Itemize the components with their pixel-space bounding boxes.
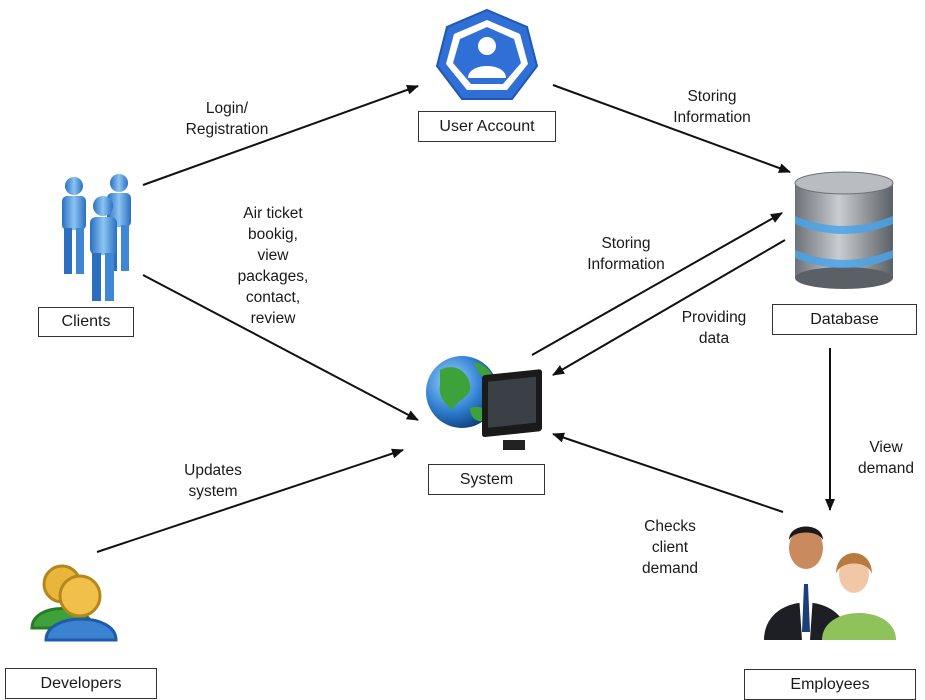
clients-group-icon [62,174,131,301]
database-cylinder-icon [794,171,894,289]
user-account-shield-icon [435,8,539,100]
edge-label-line: system [188,483,238,500]
edge-label-line: contact, [245,289,301,306]
arrow-developers-to-system [96,448,404,553]
edge-label-line: Login/ [205,100,249,117]
clients-box: Clients [38,307,134,337]
edge-label-providing: Providing data [664,307,764,349]
globe-monitor-icon [426,356,542,450]
edge-label-client-actions: Air ticket bookig, view packages, contac… [222,203,324,329]
edge-label-checks: Checks client demand [622,516,718,579]
edge-label-line: client [651,539,689,556]
edge-label-line: demand [641,560,698,577]
edge-label-line: Information [673,109,751,126]
user-account-label: User Account [439,117,535,135]
developers-label: Developers [40,674,122,692]
edge-label-line: review [250,310,296,327]
system-box: System [428,464,545,495]
edge-label-updates: Updates system [165,460,261,502]
edge-label-storing-system: Storing Information [570,233,682,275]
arrow-system-to-database [531,212,783,356]
developers-box: Developers [5,668,157,699]
clients-label: Clients [61,313,111,330]
arrow-database-to-system [552,239,786,376]
arrow-employees-to-system [552,432,784,513]
database-box: Database [772,304,917,335]
developers-users-icon [30,564,118,642]
edge-label-line: Providing [681,309,747,326]
employees-people-icon [764,526,896,640]
edge-label-line: Information [587,256,665,273]
edge-label-line: Updates [184,462,242,479]
database-label: Database [810,310,879,328]
edge-label-line: Checks [644,518,696,535]
arrow-clients-to-system [142,274,419,421]
edge-label-line: Storing [601,235,651,252]
edge-label-line: bookig, [248,226,298,243]
employees-label: Employees [790,675,870,693]
system-label: System [459,470,514,488]
edge-label-line: View [869,439,903,456]
employees-box: Employees [744,669,916,700]
edge-label-storing-user: Storing Information [656,86,768,128]
edge-label-line: demand [857,460,914,477]
edge-label-line: Storing [687,88,737,105]
edge-label-line: Registration [185,121,269,138]
edge-label-line: view [257,247,289,264]
edge-label-login: Login/ Registration [172,98,282,140]
edge-label-view-demand: View demand [846,437,925,479]
arrow-user-account-to-database [552,84,791,173]
edge-label-line: data [698,330,730,347]
edge-label-line: packages, [237,268,309,285]
arrow-clients-to-user-account [142,85,419,186]
edge-label-line: Air ticket [243,205,303,222]
user-account-box: User Account [418,111,556,142]
arrows [96,84,835,553]
